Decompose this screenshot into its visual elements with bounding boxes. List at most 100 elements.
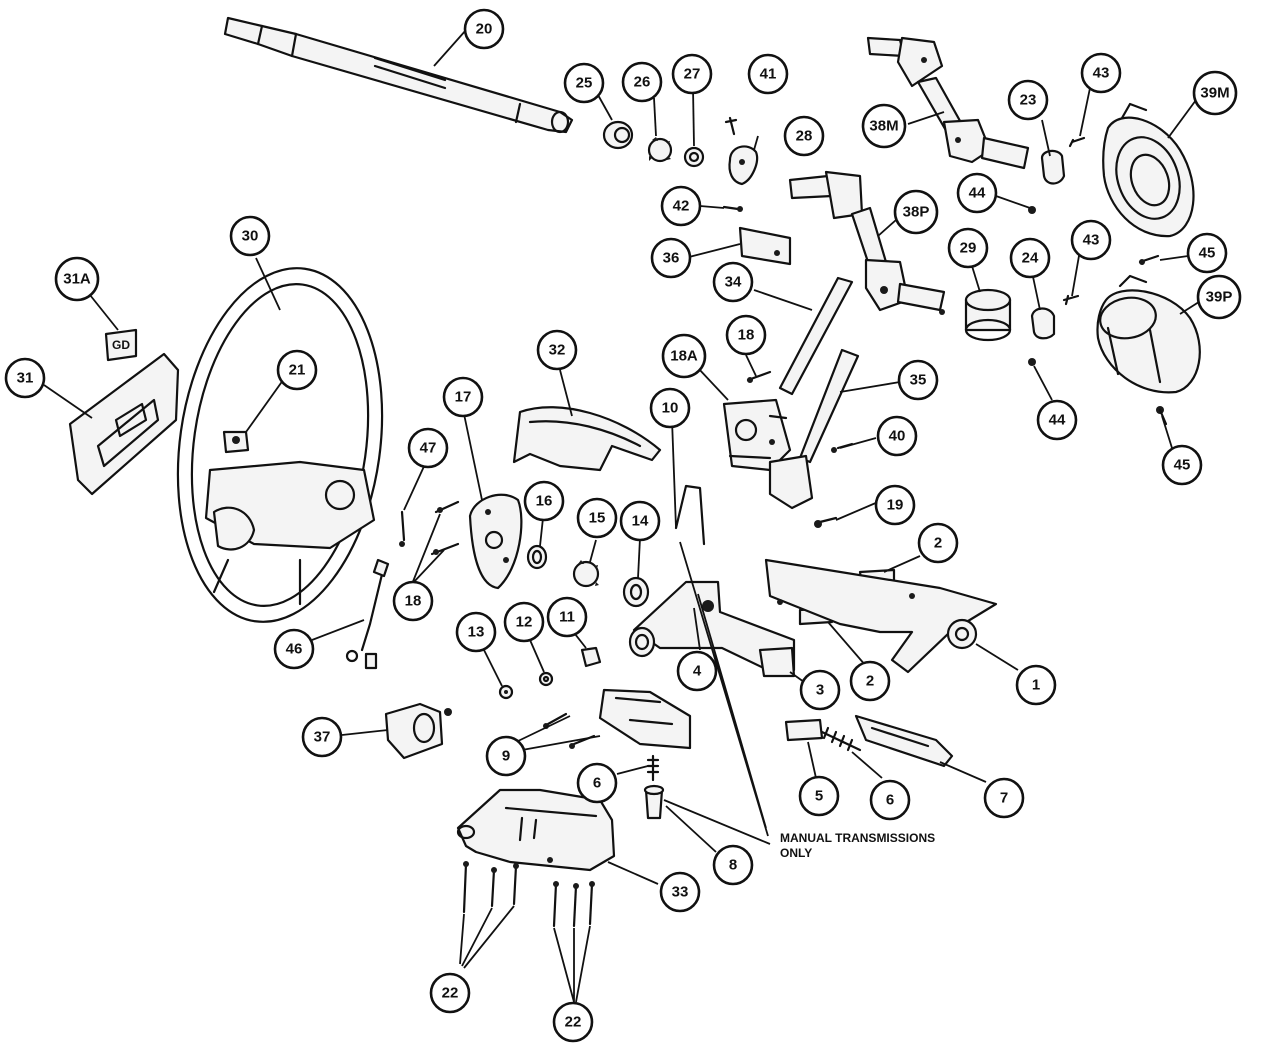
callout-28: 28 (783, 115, 825, 157)
callout-label: 33 (672, 884, 689, 901)
callout-label: 1 (1032, 677, 1040, 694)
callout-10: 10 (649, 387, 691, 429)
part-clamp-24 (1030, 307, 1056, 340)
callout-label: 11 (559, 609, 575, 626)
callout-label: 43 (1083, 232, 1100, 249)
callout-9: 9 (485, 735, 527, 777)
part-intermediate-shaft-manual (866, 36, 1030, 170)
callout-37: 37 (301, 716, 343, 758)
callout-45a: 45 (1186, 232, 1228, 274)
part-lock-washer (683, 146, 705, 168)
part-lever-arm (778, 276, 854, 396)
callout-label: 15 (589, 510, 606, 527)
callout-39p: 39P (1196, 274, 1242, 320)
callout-30: 30 (229, 215, 271, 257)
callout-5: 5 (798, 775, 840, 817)
callout-label: 39P (1206, 289, 1233, 306)
part-screws-22 (462, 861, 595, 928)
callout-15: 15 (576, 497, 618, 539)
callout-39m: 39M (1192, 70, 1238, 116)
part-screw-45a (1138, 254, 1160, 265)
callout-33: 33 (659, 871, 701, 913)
part-nut-13 (498, 684, 514, 700)
callout-34: 34 (712, 261, 754, 303)
callout-14: 14 (619, 500, 661, 542)
callout-2-upper: 2 (917, 522, 959, 564)
callout-31: 31 (4, 357, 46, 399)
callout-label: 35 (910, 372, 927, 389)
callout-label: 32 (549, 342, 566, 359)
part-sleeve (964, 288, 1012, 342)
callout-41: 41 (747, 53, 789, 95)
callout-label: 38M (869, 118, 898, 135)
part-clamp-23 (1040, 149, 1066, 185)
callout-label: 5 (815, 788, 823, 805)
callout-label: 41 (760, 66, 777, 83)
callout-label: 26 (634, 74, 651, 91)
callout-label: 25 (576, 75, 593, 92)
callout-38p: 38P (893, 189, 939, 235)
callout-label: 22 (442, 985, 459, 1002)
callout-label: 21 (289, 362, 306, 379)
callout-label: 24 (1022, 250, 1039, 267)
callout-2-lower: 2 (849, 660, 891, 702)
part-horn-wire (345, 558, 390, 670)
part-boot-power (1096, 274, 1201, 394)
callout-label: 31A (63, 271, 91, 288)
part-turn-signal-cam (468, 493, 523, 590)
part-column-jacket (628, 580, 796, 678)
callout-7: 7 (983, 777, 1025, 819)
leader-lines (43, 29, 1203, 1003)
part-shift-rod (674, 484, 706, 546)
callout-12: 12 (503, 601, 545, 643)
part-bolt-43b (1062, 294, 1080, 306)
part-washer-12 (538, 671, 554, 687)
callout-36: 36 (650, 237, 692, 279)
part-ring-16 (526, 544, 548, 570)
part-lock-adapter (384, 702, 452, 760)
callout-18-middle: 18 (725, 314, 767, 356)
part-pin-8 (643, 784, 665, 820)
part-nut-21 (222, 430, 250, 454)
callout-44b: 44 (1036, 399, 1078, 441)
callout-17: 17 (442, 376, 484, 418)
callout-label: 31 (17, 370, 34, 387)
callout-42: 42 (660, 185, 702, 227)
callout-18a: 18A (661, 333, 707, 379)
callout-label: 18 (738, 327, 755, 344)
part-steering-wheel (176, 267, 384, 623)
part-lower-shroud (456, 788, 616, 872)
callout-label: 40 (889, 428, 906, 445)
callout-24: 24 (1009, 237, 1051, 279)
callout-label: 2 (866, 673, 874, 690)
callout-label: 17 (455, 389, 472, 406)
callout-label: 45 (1174, 457, 1191, 474)
callout-label: 9 (502, 748, 510, 765)
callout-22-right: 22 (552, 1001, 594, 1043)
callout-label: 46 (286, 641, 303, 658)
part-lever-35 (768, 348, 860, 510)
callout-label: 34 (725, 274, 742, 291)
callout-3: 3 (799, 669, 841, 711)
callout-label: 2 (934, 535, 942, 552)
callout-label: 19 (887, 497, 904, 514)
callout-23: 23 (1007, 79, 1049, 121)
part-screw-42 (722, 205, 743, 212)
part-horn-plate (68, 352, 180, 496)
part-screw-19 (814, 516, 838, 528)
callout-label: 44 (969, 185, 986, 202)
part-pin-41 (724, 116, 738, 136)
part-bearing-14 (622, 576, 650, 608)
callout-label: 42 (673, 198, 690, 215)
callout-35: 35 (897, 359, 939, 401)
part-lock-sector (728, 145, 759, 186)
horn-pad-label: GD (112, 338, 130, 352)
part-clip-11 (580, 646, 602, 668)
part-spring-6-vertical (646, 754, 660, 782)
callout-29: 29 (947, 227, 989, 269)
callout-label: 45 (1199, 245, 1216, 262)
part-ignition-switch (543, 688, 692, 750)
part-spring-6-horizontal (820, 726, 862, 752)
part-gear-15 (572, 560, 600, 588)
callout-18-left: 18 (392, 580, 434, 622)
